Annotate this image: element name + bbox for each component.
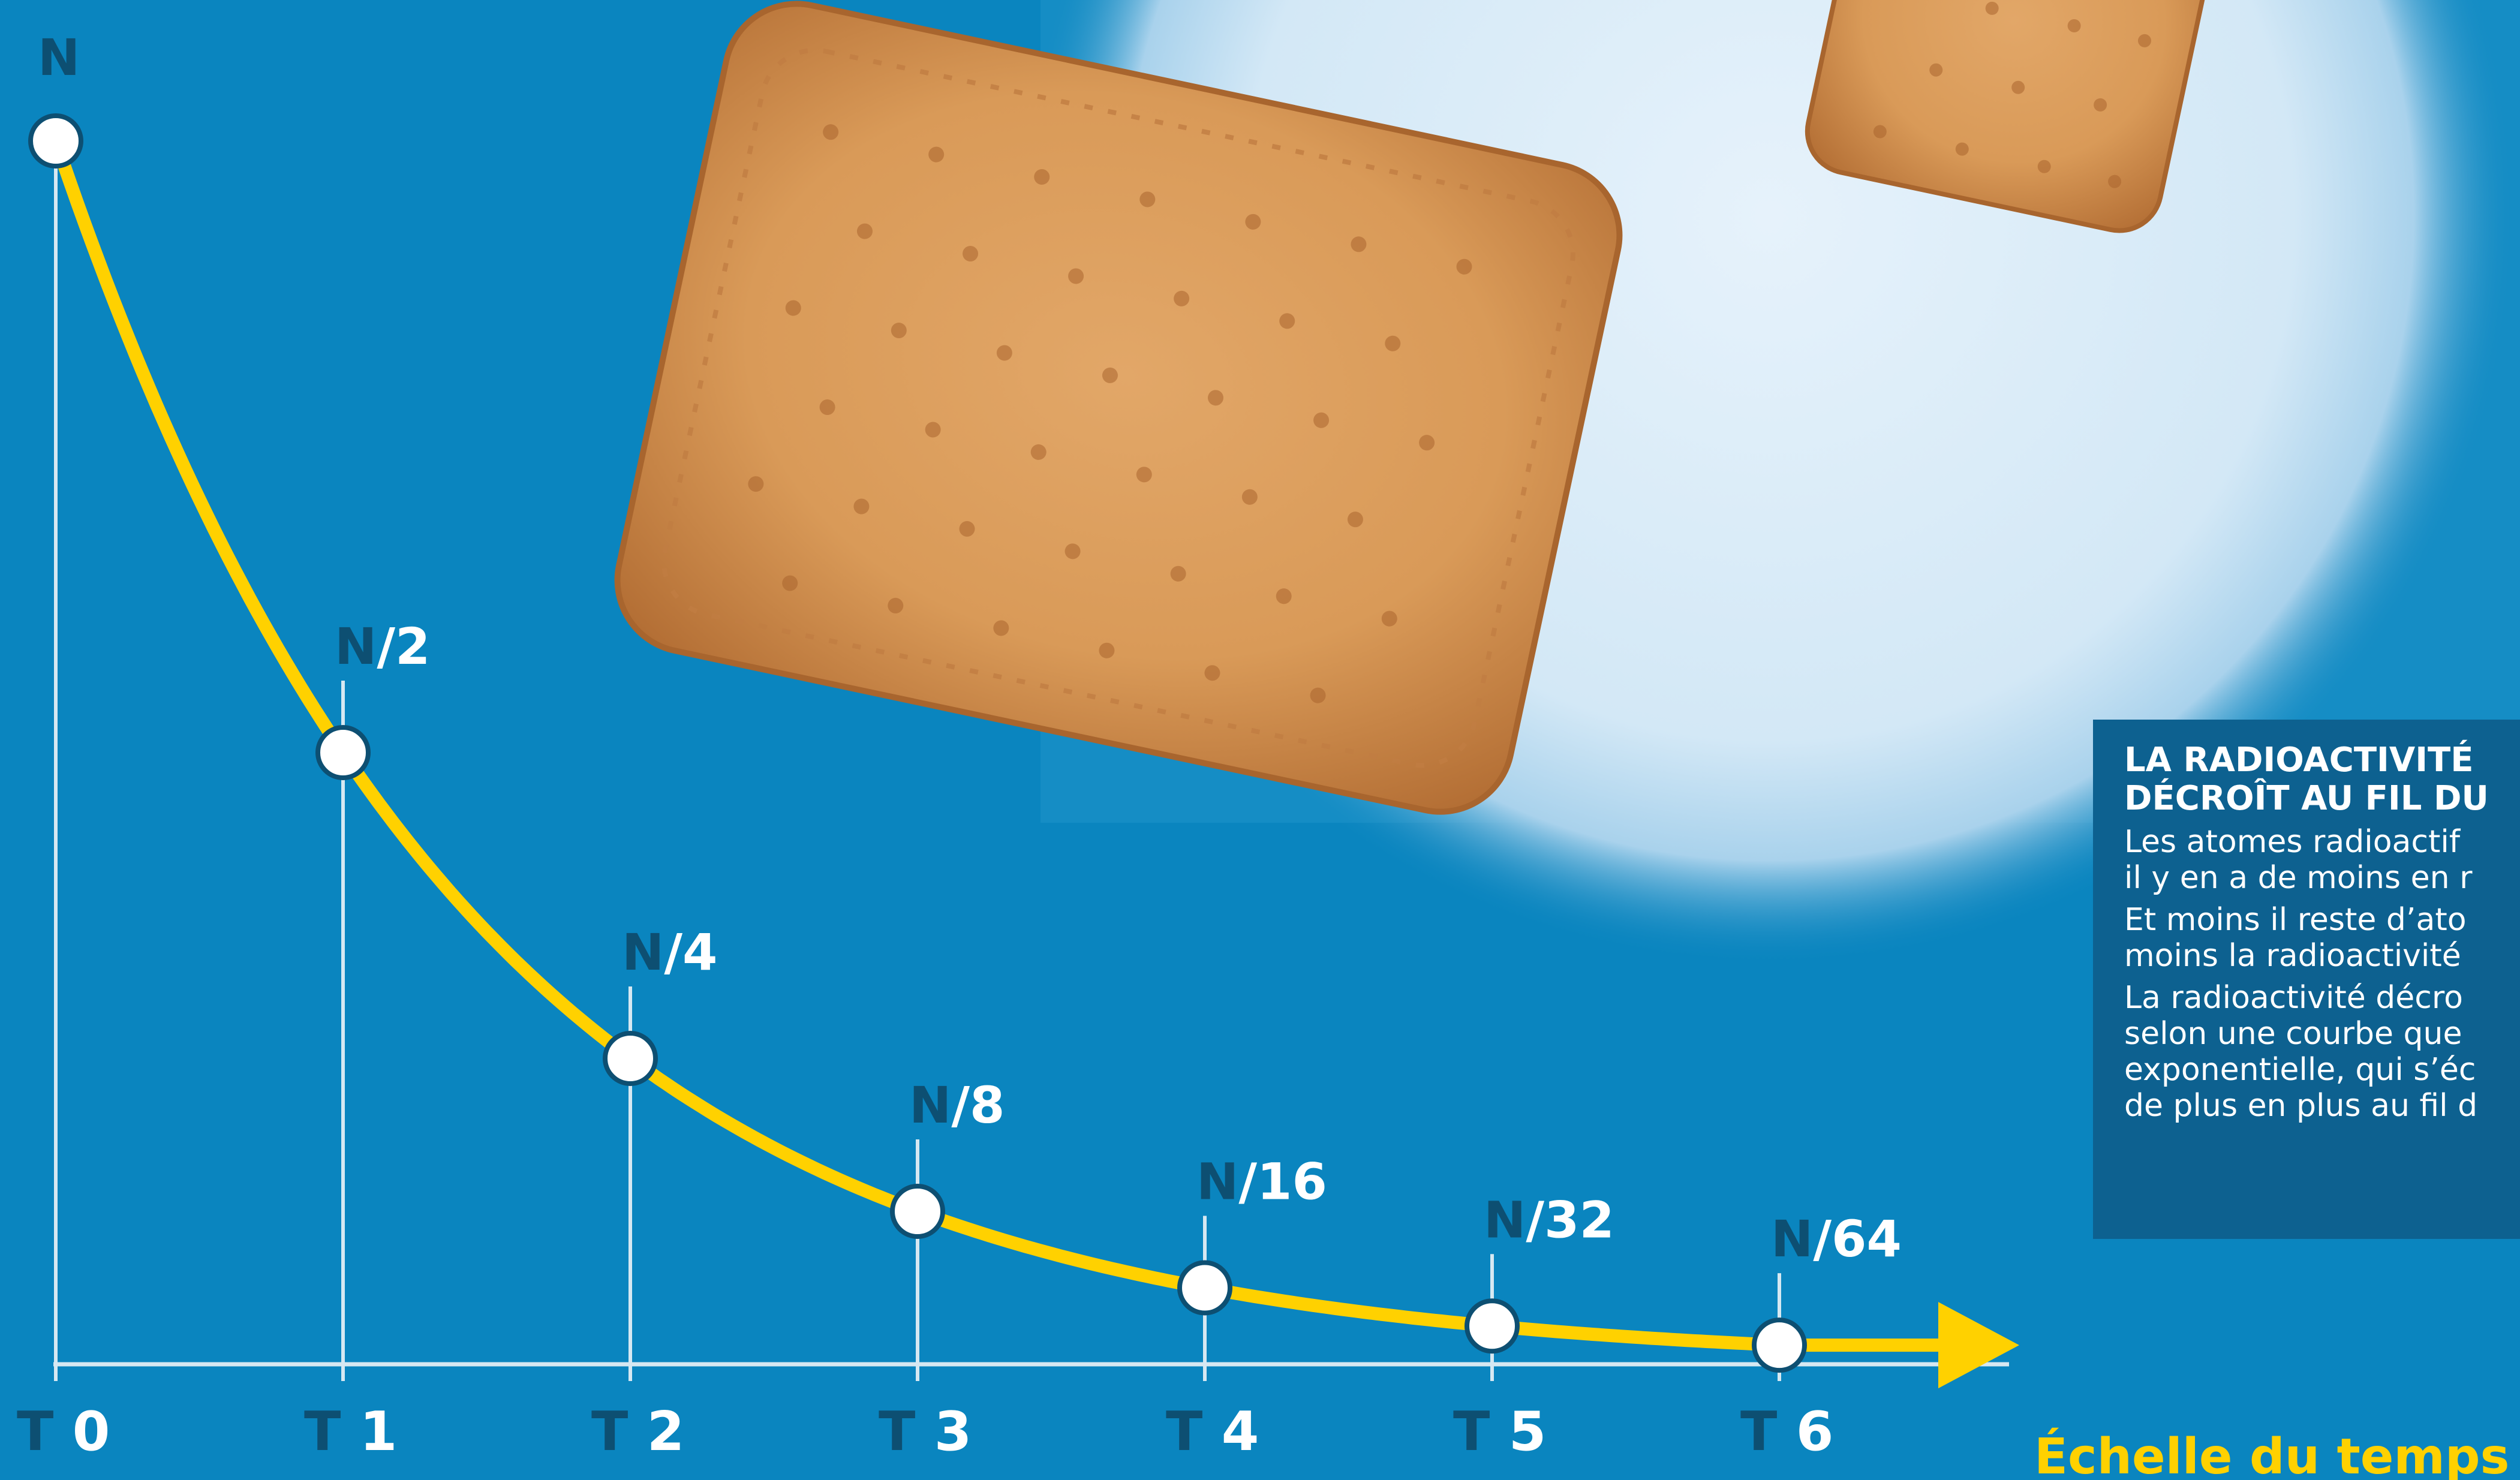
point-label: N/2	[335, 617, 430, 676]
info-paragraph: Les atomes radioactif il y en a de moins…	[2124, 824, 2473, 896]
data-point	[890, 1184, 945, 1239]
point-label: N/32	[1484, 1190, 1614, 1249]
data-point	[1752, 1317, 1807, 1373]
biscuit-small-image	[1805, 0, 2217, 233]
info-paragraph: La radioactivité décro selon une courbe …	[2124, 980, 2478, 1124]
point-label: N/16	[1196, 1153, 1327, 1211]
point-label: N/4	[622, 923, 717, 982]
point-label: N/8	[909, 1076, 1005, 1135]
info-paragraph: Et moins il reste d’ato moins la radioac…	[2124, 902, 2467, 974]
x-tick-label: T 6	[1740, 1400, 1833, 1463]
info-title: LA RADIOACTIVITÉ DÉCROÎT AU FIL DU	[2124, 741, 2489, 818]
x-tick-label: T 3	[879, 1400, 972, 1463]
x-axis-title: Échelle du temps	[2034, 1428, 2510, 1480]
x-tick-label: T 1	[304, 1400, 397, 1463]
x-tick-label: T 0	[17, 1400, 110, 1463]
data-point	[315, 725, 371, 780]
x-tick-label: T 2	[591, 1400, 684, 1463]
data-point	[603, 1031, 658, 1086]
point-label: N	[38, 28, 80, 87]
data-point	[1177, 1260, 1232, 1316]
data-point	[28, 113, 83, 169]
data-point	[1465, 1298, 1520, 1354]
x-tick-label: T 5	[1453, 1400, 1546, 1463]
x-tick-label: T 4	[1166, 1400, 1259, 1463]
info-box: LA RADIOACTIVITÉ DÉCROÎT AU FIL DU Les a…	[2093, 720, 2520, 1239]
biscuit-large-image	[614, 1, 1623, 815]
curve-arrowhead	[1938, 1302, 2019, 1389]
point-label: N/64	[1771, 1210, 1902, 1268]
